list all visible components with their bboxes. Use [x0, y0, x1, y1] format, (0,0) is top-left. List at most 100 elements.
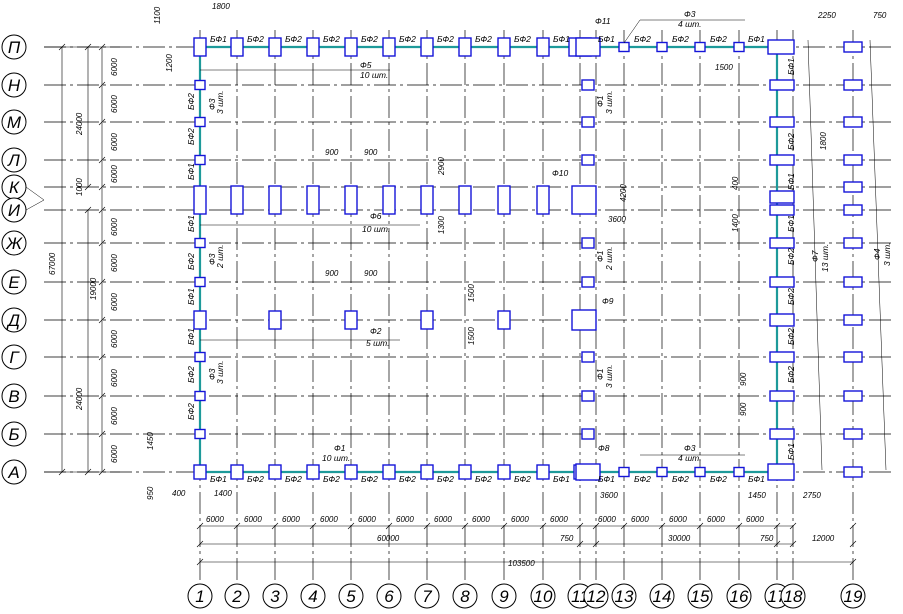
footing: [656, 466, 668, 478]
beam-mark: БФ1: [598, 34, 615, 44]
dimension-text-bay: 6000: [110, 58, 119, 76]
footing: [769, 276, 795, 288]
axis-bubble: [840, 583, 866, 609]
dimension-tick: [576, 522, 584, 530]
dimension-text-bay: 6000: [110, 293, 119, 311]
footing-mark: Ф1: [595, 368, 605, 380]
footing-qty: 3 шт.: [215, 361, 225, 385]
axis-bubble: [1, 34, 27, 60]
footing: [769, 116, 795, 128]
beam-mark: БФ1: [186, 215, 196, 232]
axis-label: П: [8, 38, 21, 57]
axis-label: Б: [8, 425, 19, 444]
footing: [581, 79, 595, 91]
footing: [194, 351, 206, 363]
dimension-tick: [98, 183, 106, 191]
footing: [382, 464, 396, 480]
beam-mark: БФ2: [672, 34, 689, 44]
footing: [268, 464, 282, 480]
footing-mark: Ф2: [370, 326, 382, 336]
beam-mark: БФ2: [399, 474, 416, 484]
beam-mark: БФ2: [247, 474, 264, 484]
footing-qty: 3 шт.: [882, 243, 892, 267]
beam-mark: БФ2: [399, 34, 416, 44]
axis-bubble: [1, 109, 27, 135]
footing: [194, 116, 206, 128]
footing: [581, 154, 595, 166]
dimension-tick: [461, 522, 469, 530]
axis-bubble: [687, 583, 713, 609]
beam-mark: БФ2: [186, 403, 196, 420]
dimension-tick: [196, 558, 204, 566]
beam-mark: БФ2: [186, 366, 196, 383]
axis-label: 18: [784, 587, 803, 606]
axis-label: И: [8, 201, 21, 220]
axis-label: 9: [499, 587, 509, 606]
footing: [497, 464, 511, 480]
footing-qty: 13 шт.: [820, 244, 830, 272]
dimension-text-12000: 12000: [812, 534, 835, 543]
leader-line: [807, 39, 823, 471]
footing: [536, 37, 550, 57]
footing: [618, 466, 630, 478]
beam-mark: БФ2: [710, 474, 727, 484]
footing: [581, 237, 595, 249]
footing-mark: Ф3: [684, 9, 696, 19]
dimension-text: 1200: [165, 54, 174, 72]
footing: [843, 466, 863, 478]
footing-mark: Ф4: [872, 248, 882, 260]
footing: [571, 185, 597, 215]
axis-label: 1: [195, 587, 204, 606]
axis-bubble: [491, 583, 517, 609]
axis-label: 16: [730, 587, 749, 606]
beam-mark: БФ1: [553, 474, 570, 484]
dimension-tick: [735, 522, 743, 530]
footing: [656, 41, 668, 53]
dimension-text-103500: 103500: [508, 559, 535, 568]
dimension-tick: [84, 468, 92, 476]
footing: [767, 463, 795, 481]
dimension-text-bay: 6000: [707, 515, 725, 524]
footing: [581, 428, 595, 440]
dimension-text-bay: 6000: [110, 254, 119, 272]
dimension-tick: [849, 558, 857, 566]
footing: [268, 185, 282, 215]
footing: [843, 116, 863, 128]
footing: [344, 185, 358, 215]
dimension-tick: [773, 540, 781, 548]
dimension-text: 1450: [146, 432, 155, 450]
dimension-text-30000: 30000: [668, 534, 691, 543]
footing: [571, 309, 597, 331]
axis-label: 10: [534, 587, 553, 606]
axis-bubble: [1, 421, 27, 447]
footing: [769, 428, 795, 440]
dimension-text: 400: [731, 176, 740, 190]
dimension-text: 2900: [437, 157, 446, 176]
axis-bubble: [780, 583, 806, 609]
beam-mark: БФ2: [186, 128, 196, 145]
dimension-text-bay: 6000: [669, 515, 687, 524]
dimension-text-bay: 6000: [110, 407, 119, 425]
footing-qty: 5 шт.: [366, 338, 390, 348]
dimension-tick: [789, 540, 797, 548]
dimension-tick: [620, 522, 628, 530]
footing: [769, 351, 795, 363]
axis-bubble: [224, 583, 250, 609]
dimension-tick: [500, 522, 508, 530]
footing: [497, 185, 511, 215]
leader-line: [869, 39, 887, 471]
dimension-tick: [196, 540, 204, 548]
dimension-text: 1100: [153, 6, 162, 24]
dimension-tick: [98, 118, 106, 126]
footing: [843, 79, 863, 91]
footing: [843, 204, 863, 216]
dimension-text-bay: 6000: [358, 515, 376, 524]
dimension-text: 950: [146, 486, 155, 500]
footing-mark: Ф8: [598, 443, 610, 453]
footing: [230, 37, 244, 57]
dimension-text-19000: 19000: [89, 277, 98, 300]
footing: [497, 310, 511, 330]
beam-mark: БФ2: [323, 34, 340, 44]
dimension-text: 2250: [817, 11, 836, 20]
footing-mark: Ф6: [370, 211, 382, 221]
